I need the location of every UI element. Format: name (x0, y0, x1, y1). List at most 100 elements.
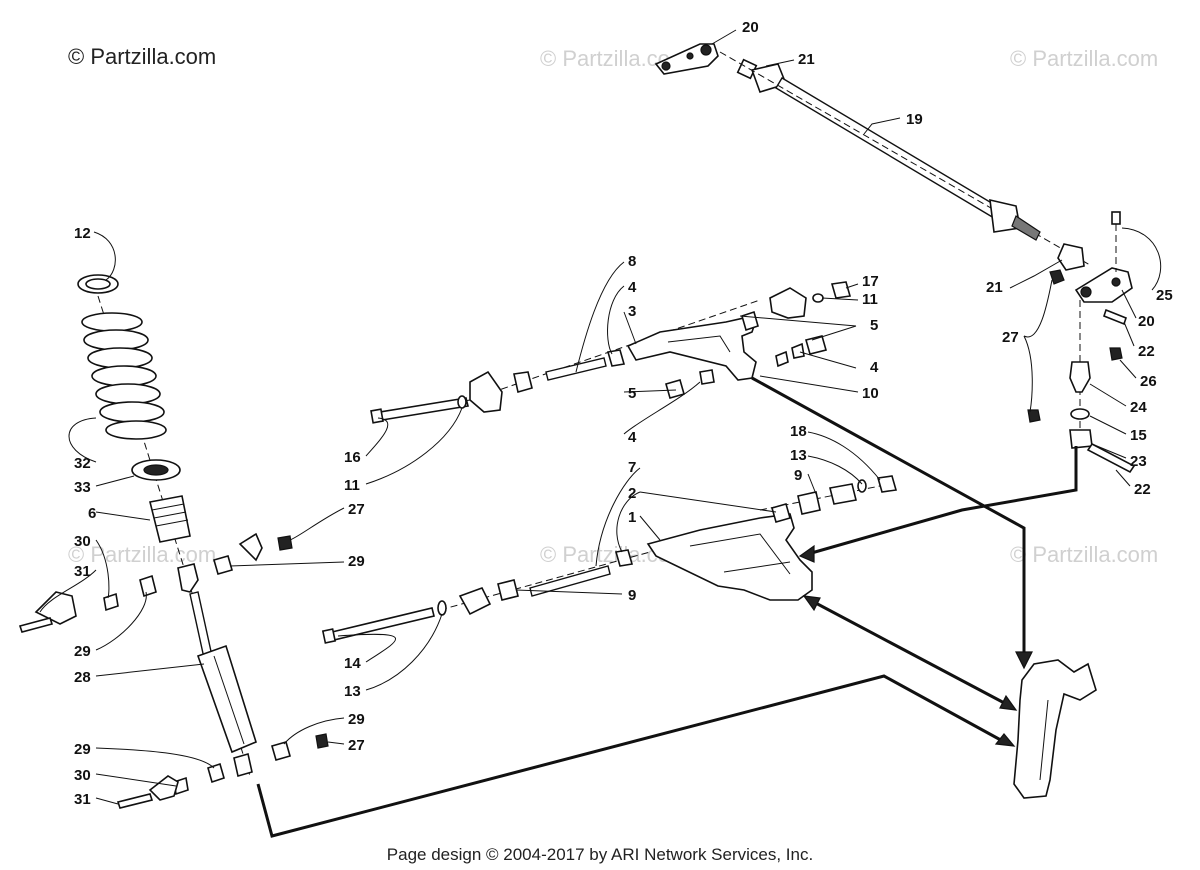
leader-lines (39, 29, 1162, 805)
rod-end-hole (686, 52, 694, 60)
callout-29: 29 (348, 711, 365, 728)
bushing-lower-left (614, 549, 634, 567)
callout-27: 27 (348, 501, 365, 518)
bushing-10-a (775, 350, 789, 368)
nut-27-shock-bottom (315, 733, 329, 749)
callout-32: 32 (74, 455, 91, 472)
callout-22: 22 (1134, 481, 1151, 498)
washer-11-right (812, 293, 824, 303)
bushing-2 (771, 503, 791, 523)
callout-12: 12 (74, 225, 91, 242)
callout-8: 8 (628, 253, 636, 270)
arrow-head (798, 544, 815, 563)
callout-5: 5 (628, 385, 636, 402)
arrow-head (802, 595, 821, 612)
callout-22: 22 (1138, 343, 1155, 360)
callout-4: 4 (870, 359, 879, 376)
washer-13-right (857, 479, 867, 493)
spring-seat-hole (143, 464, 169, 476)
callout-28: 28 (74, 669, 91, 686)
callout-25: 25 (1156, 287, 1173, 304)
arrow-upper-arm-to-spindle (751, 376, 1026, 660)
bushing-29-lower-left (207, 762, 225, 784)
arrow-head (994, 733, 1016, 747)
watermark-mid-left: © Partzilla.com (68, 542, 216, 567)
callout-11: 11 (862, 291, 878, 308)
callout-11: 11 (344, 477, 360, 494)
lower-a-arm (646, 513, 813, 601)
arrow-head (999, 694, 1018, 711)
callout-13: 13 (790, 447, 807, 464)
watermark-main: © Partzilla.com (68, 44, 216, 69)
callout-31: 31 (74, 563, 91, 580)
callout-17: 17 (862, 273, 879, 290)
nut-26 (1109, 347, 1123, 361)
sleeve-7 (529, 565, 611, 597)
shock-body-28 (196, 644, 257, 754)
lower-a-arm-cross (723, 561, 791, 573)
washer-11-left (457, 395, 467, 409)
callout-13: 13 (344, 683, 361, 700)
callout-16: 16 (344, 449, 361, 466)
bolt-16-head (370, 408, 384, 424)
callout-31: 31 (74, 791, 91, 808)
bushing-4-front (699, 369, 715, 385)
callout-20: 20 (1138, 313, 1155, 330)
bushing-29-upper-left (139, 574, 157, 598)
watermark-top-center: © Partzilla.co (540, 46, 670, 71)
callout-6: 6 (88, 505, 96, 522)
washer-13-left (437, 600, 447, 616)
mount-bracket-lower (148, 775, 179, 801)
rod-end-hole (1080, 286, 1092, 298)
callout-26: 26 (1140, 373, 1157, 390)
rod-thread (1011, 215, 1041, 241)
nut-17 (830, 281, 852, 299)
nut-27-bottom (1027, 409, 1041, 423)
upper-a-arm-assembly (370, 281, 852, 424)
rod-end-hole (661, 61, 671, 71)
lower-a-arm-brace (689, 533, 791, 575)
shock-assembly (18, 274, 329, 809)
bushing-5-right (805, 335, 827, 355)
bushing-4-right (741, 310, 759, 332)
bolt-31-lower (116, 793, 154, 809)
shock-shaft (189, 591, 213, 659)
frame-bracket-lower-right (829, 483, 857, 505)
spacer-30-upper (103, 592, 119, 612)
washer-15 (1070, 408, 1090, 420)
mount-bracket-31-upper (34, 591, 77, 625)
callout-21: 21 (986, 279, 1003, 296)
upper-arm-axis (469, 299, 761, 401)
bolt-16 (379, 397, 469, 421)
bolt-14-head (321, 628, 337, 644)
sleeve-8 (545, 357, 607, 381)
callout-21: 21 (798, 51, 815, 68)
shock-body-highlight (213, 655, 245, 745)
assembly-arrows (256, 376, 1078, 838)
arrow-tierod-to-arm (807, 446, 1078, 556)
shock-upper-eye (177, 563, 199, 593)
callout-30: 30 (74, 533, 91, 550)
callout-14: 14 (344, 655, 361, 672)
callout-numbers: 20 21 19 21 25 20 22 26 24 15 23 22 27 8… (74, 19, 1173, 808)
jam-nut-right (1057, 243, 1085, 271)
nut-27-top (1049, 269, 1065, 285)
bushing-5-left (513, 371, 533, 394)
spring-32 (81, 312, 167, 440)
callout-3: 3 (628, 303, 636, 320)
callout-9: 9 (794, 467, 802, 484)
arrow-lower-arm-to-spindle (809, 598, 1011, 708)
callout-19: 19 (906, 111, 923, 128)
shock-lower-eye (233, 752, 253, 778)
tie-rod-assembly (654, 43, 1136, 474)
callout-18: 18 (790, 423, 807, 440)
callout-29: 29 (74, 643, 91, 660)
collar-threads (151, 503, 189, 527)
spacer-23 (1069, 429, 1093, 449)
bolt-22 (1103, 308, 1127, 326)
mount-bracket-upper (238, 532, 263, 562)
frame-bracket-lower-left (458, 587, 492, 616)
spring-retainer-inner (85, 278, 111, 290)
callout-24: 24 (1130, 399, 1147, 416)
callout-33: 33 (74, 479, 91, 496)
